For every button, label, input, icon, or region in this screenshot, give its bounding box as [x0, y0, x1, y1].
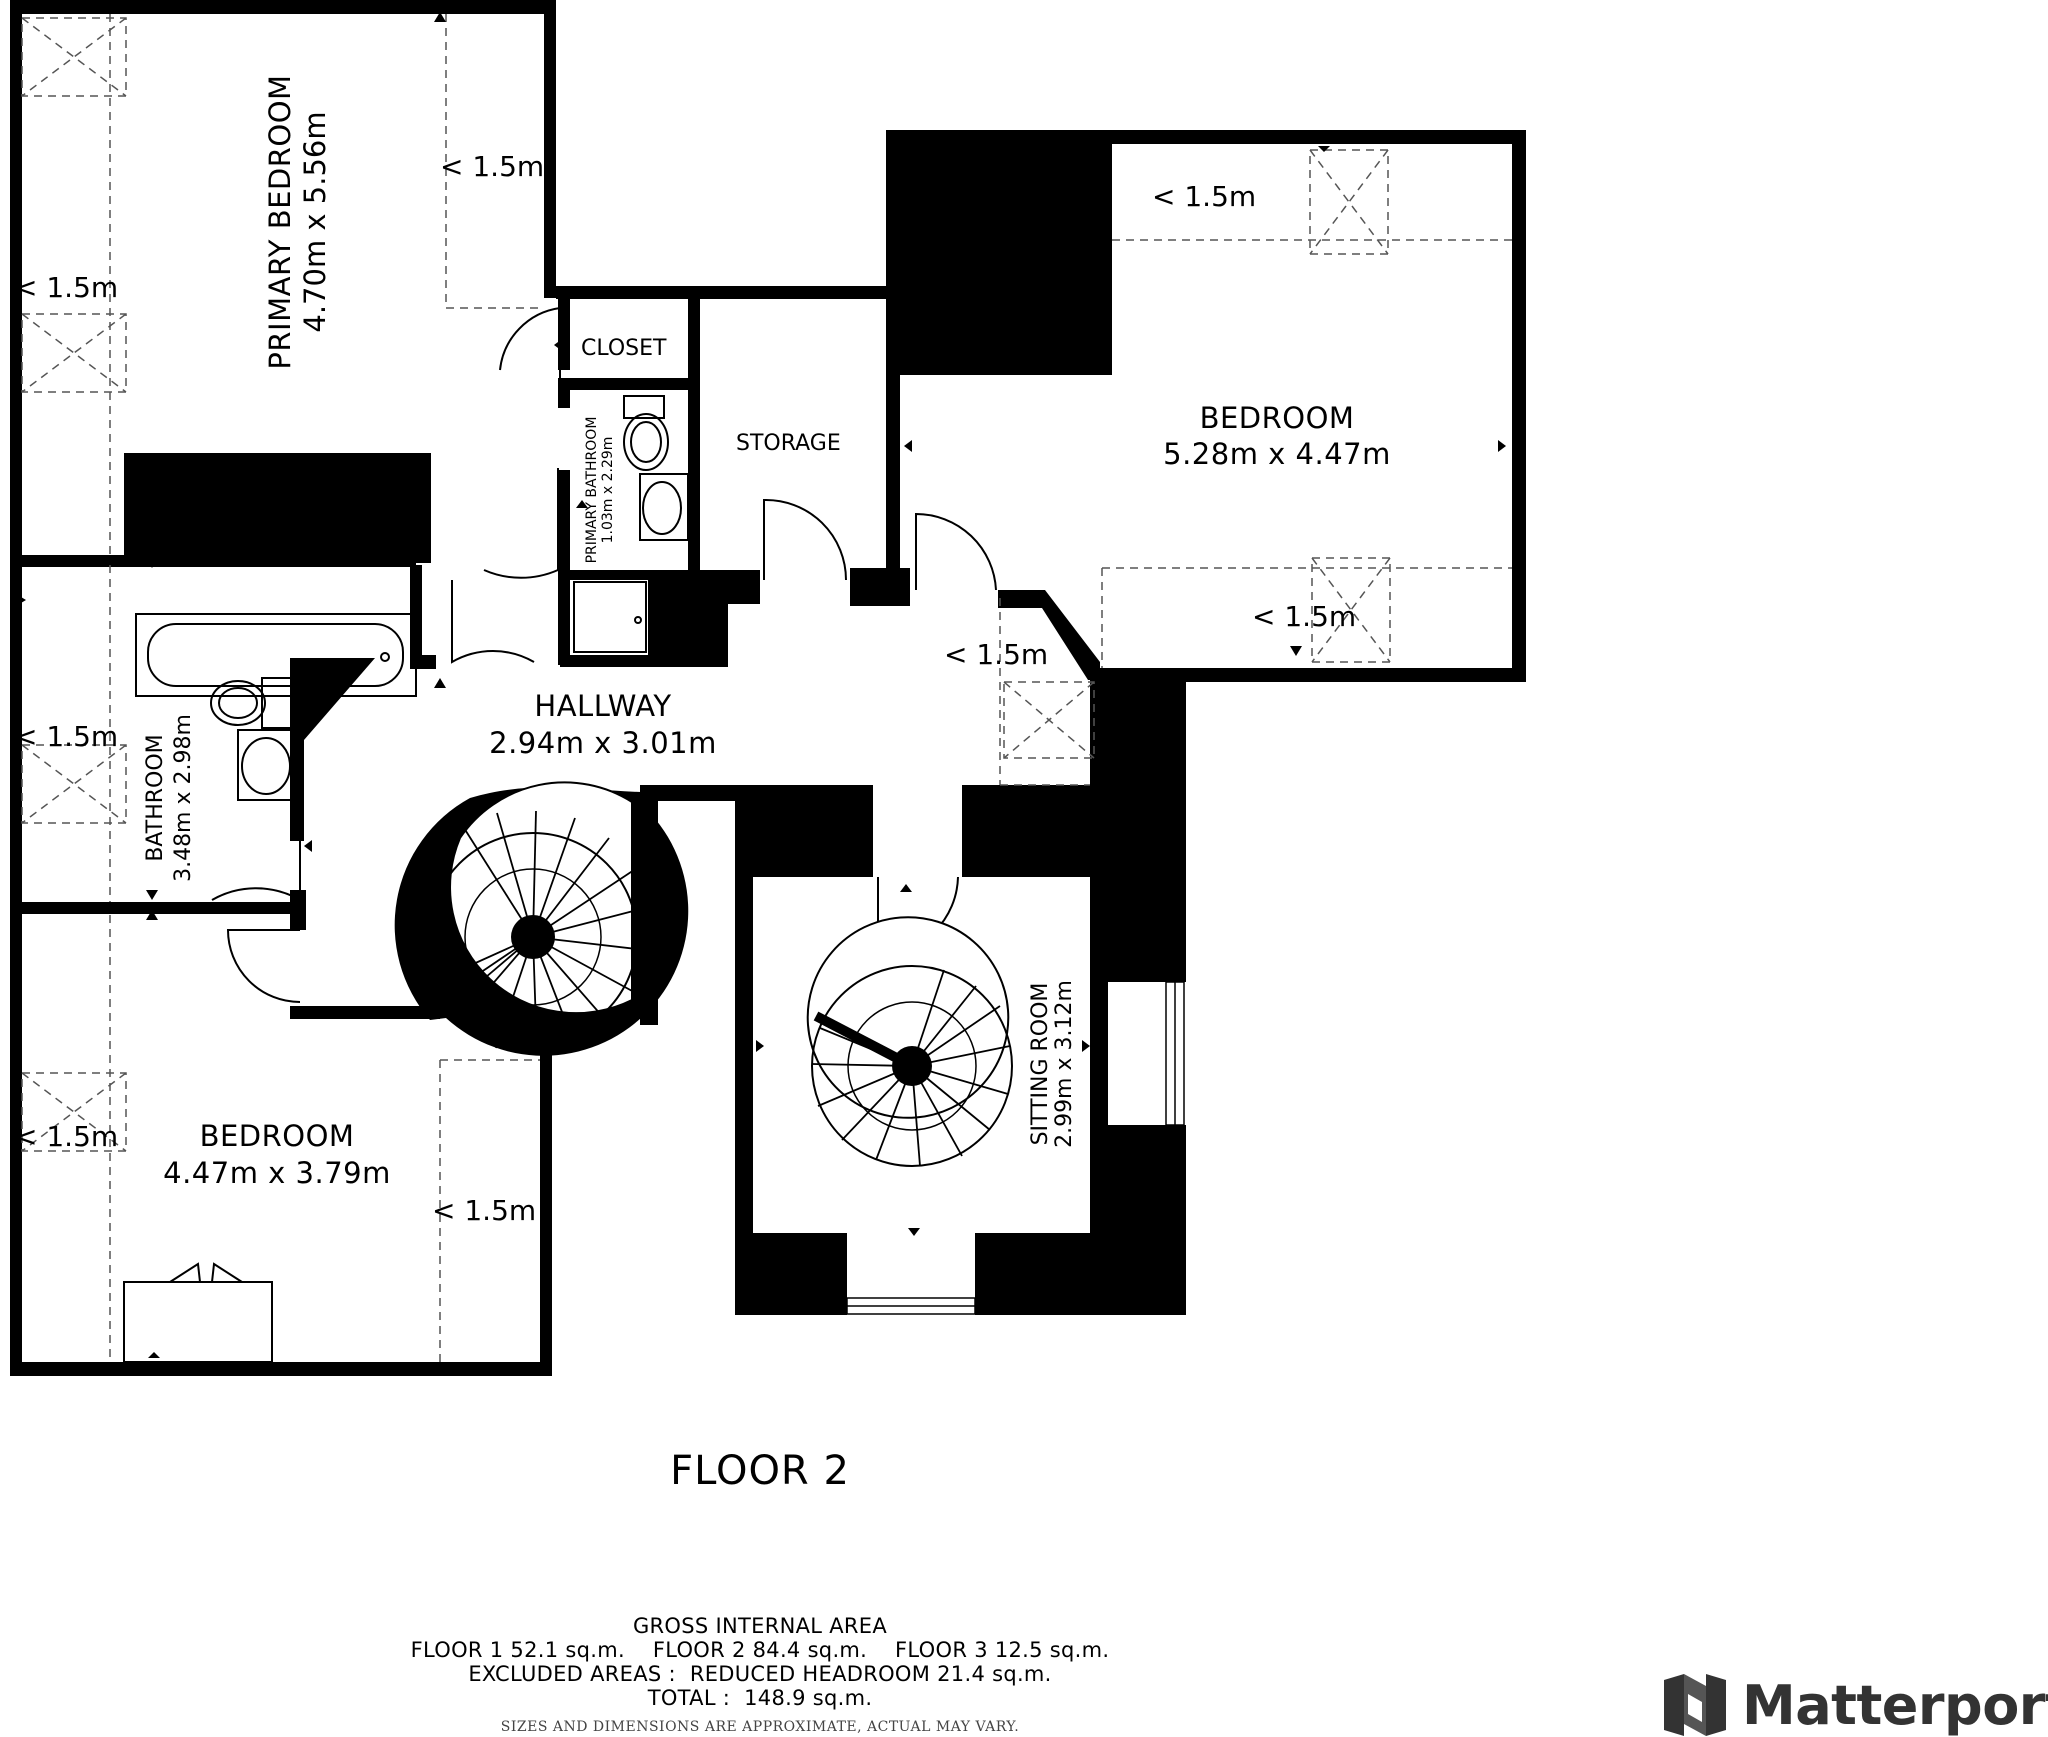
headroom-label: < 1.5m [1252, 600, 1356, 633]
brand-name: Matterport [1742, 1673, 2048, 1737]
bedroom-east-dims: 5.28m x 4.47m [1163, 437, 1391, 471]
toilet-bathroom [210, 677, 293, 729]
area-floors-line: FLOOR 1 52.1 sq.m. FLOOR 2 84.4 sq.m. FL… [410, 1638, 1110, 1662]
skylights [21, 17, 1391, 1152]
spiral-staircase-sitting-room [806, 916, 1013, 1167]
primary-bathroom-name: PRIMARY BATHROOM [584, 417, 600, 564]
headroom-label: < 1.5m [14, 1120, 118, 1153]
storage-name: STORAGE [736, 431, 841, 456]
window-sitting-room-east [1165, 981, 1185, 1126]
window-sitting-room-south [846, 1297, 976, 1315]
sink-primary-bath [639, 473, 689, 541]
bedroom-east-name: BEDROOM [1200, 401, 1355, 435]
spiral-staircase-hallway [394, 781, 689, 1056]
headroom-label: < 1.5m [14, 271, 118, 304]
wardrobe [123, 1262, 273, 1363]
shower-tray [573, 581, 647, 653]
bathroom-name: BATHROOM [143, 734, 168, 861]
floor-label: FLOOR 2 [670, 1448, 850, 1494]
headroom-label: < 1.5m [14, 720, 118, 753]
headroom-labels: < 1.5m < 1.5m < 1.5m < 1.5m < 1.5m < 1.5… [14, 150, 1356, 1227]
headroom-label: < 1.5m [1152, 180, 1256, 213]
primary-bedroom-dims: 4.70m x 5.56m [298, 111, 332, 332]
bedroom-south-dims: 4.47m x 3.79m [163, 1156, 391, 1190]
toilet-primary-bath [623, 395, 669, 471]
walls [10, 0, 1526, 1376]
dimension-markers [16, 12, 1506, 1358]
bedroom-south-name: BEDROOM [200, 1119, 355, 1153]
matterport-logo: Matterport [1662, 1672, 2048, 1737]
headroom-label: < 1.5m [432, 1194, 536, 1227]
closet-name: CLOSET [581, 336, 667, 361]
disclaimer: SIZES AND DIMENSIONS ARE APPROXIMATE, AC… [500, 1719, 1020, 1735]
hallway-dims: 2.94m x 3.01m [489, 726, 717, 760]
primary-bedroom-name: PRIMARY BEDROOM [263, 74, 297, 369]
headroom-label: < 1.5m [944, 638, 1048, 671]
hallway-name: HALLWAY [534, 689, 671, 723]
room-labels: PRIMARY BEDROOM 4.70m x 5.56m CLOSET PRI… [143, 74, 1391, 1190]
sitting-room-dims: 2.99m x 3.12m [1052, 980, 1077, 1148]
area-title: GROSS INTERNAL AREA [632, 1614, 888, 1638]
bathroom-dims: 3.48m x 2.98m [171, 714, 196, 882]
area-total-line: TOTAL : 148.9 sq.m. [647, 1686, 873, 1710]
headroom-label: < 1.5m [440, 150, 544, 183]
reduced-headroom-zones [109, 14, 1512, 1362]
sink-bathroom [237, 729, 295, 801]
bathtub [135, 613, 417, 697]
matterport-logo-icon [1664, 1674, 1726, 1736]
sitting-room-name: SITTING ROOM [1028, 983, 1053, 1146]
area-excluded-line: EXCLUDED AREAS : REDUCED HEADROOM 21.4 s… [468, 1662, 1052, 1686]
primary-bathroom-dims: 1.03m x 2.29m [600, 437, 616, 544]
